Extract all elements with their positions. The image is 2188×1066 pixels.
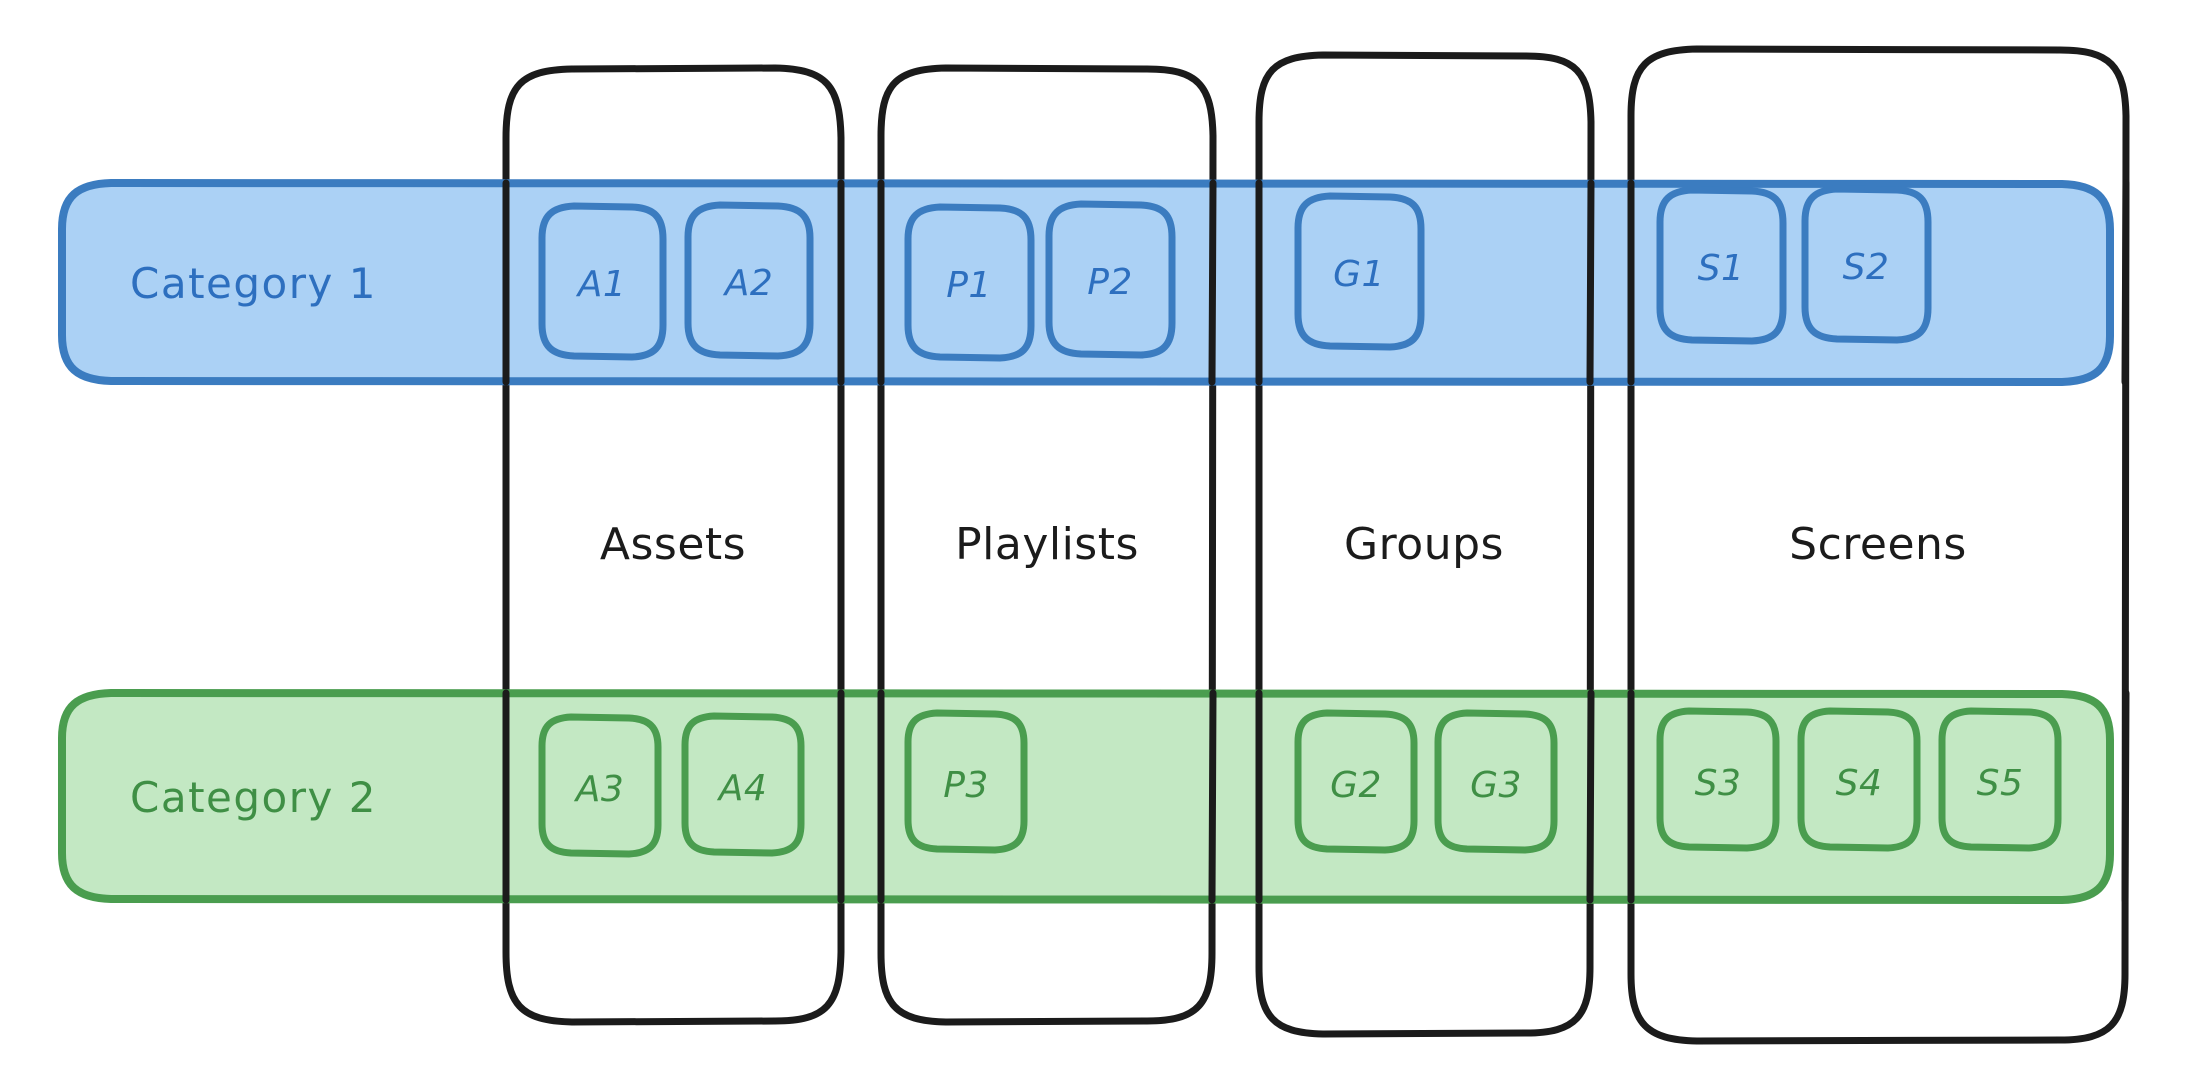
chip-A4[interactable]: [681, 712, 805, 857]
column-outlines-overlay: [502, 179, 2130, 904]
chip-S4[interactable]: [1797, 707, 1921, 852]
chip-G3-shape: [1434, 709, 1558, 854]
chip-label-S3: S3: [1694, 763, 1742, 804]
chip-label-A1: A1: [577, 264, 627, 305]
chip-P3[interactable]: [904, 709, 1028, 854]
chip-P1-shape: [904, 203, 1035, 362]
chip-G1-shape: [1294, 192, 1425, 351]
column-label-playlists: Playlists: [955, 519, 1139, 570]
chip-S2-shape: [1801, 185, 1932, 344]
column-label-assets: Assets: [599, 519, 747, 570]
chip-A2[interactable]: [684, 201, 814, 360]
chip-P2-shape: [1045, 200, 1176, 359]
chip-label-S1: S1: [1697, 248, 1745, 289]
chip-A1-shape: [538, 202, 667, 361]
chip-label-A4: A4: [718, 768, 768, 809]
chip-G1[interactable]: [1294, 192, 1425, 351]
chip-A3-shape: [538, 713, 662, 858]
chip-S1-shape: [1656, 186, 1787, 345]
chip-S5-shape: [1938, 707, 2062, 852]
column-label-groups: Groups: [1344, 519, 1504, 570]
chip-label-G2: G2: [1330, 765, 1382, 806]
chip-S5[interactable]: [1938, 707, 2062, 852]
column-label-screens: Screens: [1789, 519, 1967, 570]
chip-label-A3: A3: [575, 769, 625, 810]
chip-S3-shape: [1656, 707, 1780, 852]
chip-G2-shape: [1294, 709, 1418, 854]
chip-G3[interactable]: [1434, 709, 1558, 854]
chip-S3[interactable]: [1656, 707, 1780, 852]
chip-P2[interactable]: [1045, 200, 1176, 359]
chip-label-P3: P3: [943, 765, 989, 806]
chip-label-G3: G3: [1470, 765, 1522, 806]
chip-P3-shape: [904, 709, 1028, 854]
chip-label-S5: S5: [1976, 763, 2024, 804]
chip-label-G1: G1: [1333, 254, 1385, 295]
chip-S2[interactable]: [1801, 185, 1932, 344]
band-label-category-1: Category 1: [130, 259, 377, 308]
chip-A2-shape: [684, 201, 814, 360]
chip-G2[interactable]: [1294, 709, 1418, 854]
chip-A1[interactable]: [538, 202, 667, 361]
chip-S1[interactable]: [1656, 186, 1787, 345]
band-label-category-2: Category 2: [130, 773, 377, 822]
chip-A3[interactable]: [538, 713, 662, 858]
chip-label-P1: P1: [946, 265, 992, 306]
chip-label-A2: A2: [724, 263, 774, 304]
chip-P1[interactable]: [904, 203, 1035, 362]
chip-label-S2: S2: [1842, 247, 1890, 288]
chip-label-P2: P2: [1087, 262, 1133, 303]
chip-S4-shape: [1797, 707, 1921, 852]
chip-A4-shape: [681, 712, 805, 857]
chip-label-S4: S4: [1835, 763, 1883, 804]
